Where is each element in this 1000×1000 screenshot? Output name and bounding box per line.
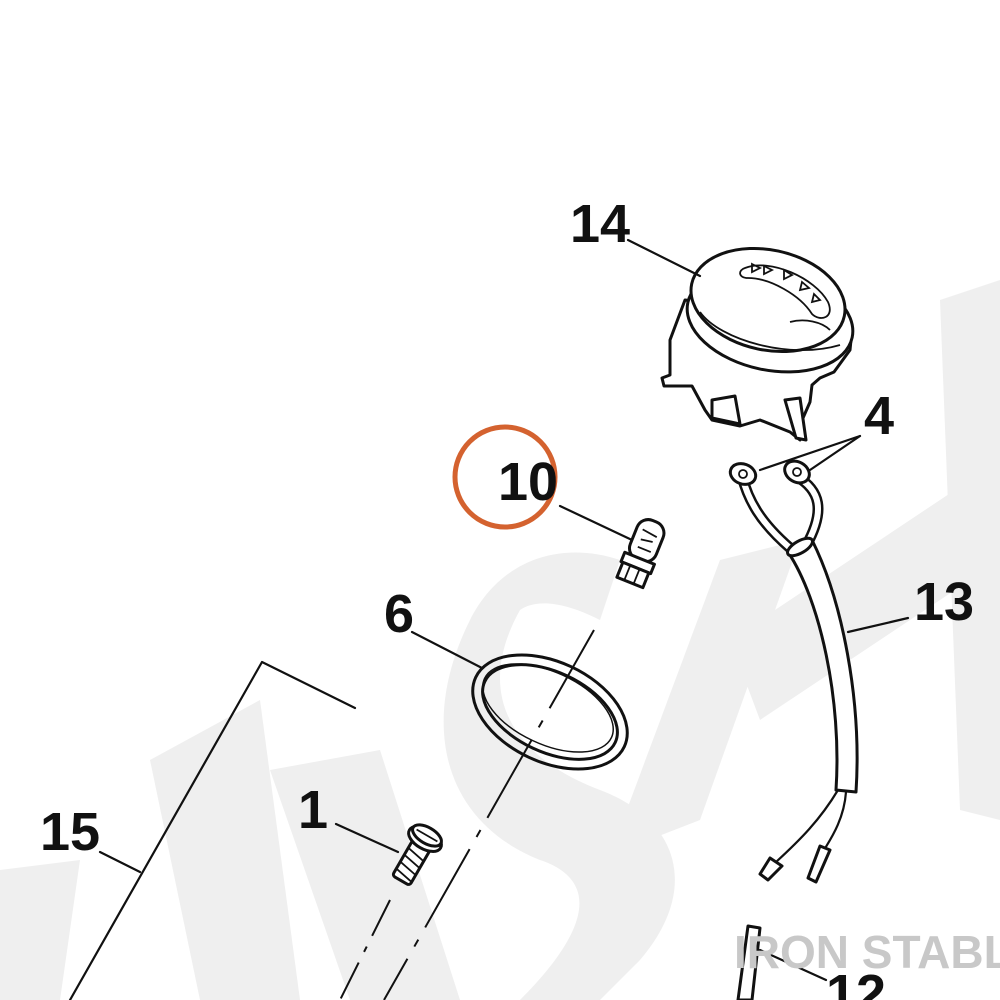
assembly-axis (383, 629, 595, 1000)
part-10-bulb (615, 518, 666, 590)
callout-12: 12 (826, 964, 886, 1000)
part-15-bracket (68, 660, 357, 1000)
callout-1: 1 (298, 780, 328, 840)
watermark-brand: IRON STABLE (734, 926, 1000, 978)
callout-13: 13 (914, 572, 974, 632)
callout-6: 6 (384, 584, 414, 644)
part-14-housing (660, 246, 855, 442)
callout-15: 15 (40, 802, 100, 862)
highlight-ring (452, 424, 558, 530)
callout-4: 4 (864, 386, 894, 446)
callout-14: 14 (570, 194, 630, 254)
watermark-shapes (0, 280, 1000, 1000)
part-12-connector (736, 924, 762, 1000)
callout-10: 10 (498, 452, 558, 512)
part-1-screw (391, 823, 443, 886)
part-13-harness (728, 459, 859, 884)
